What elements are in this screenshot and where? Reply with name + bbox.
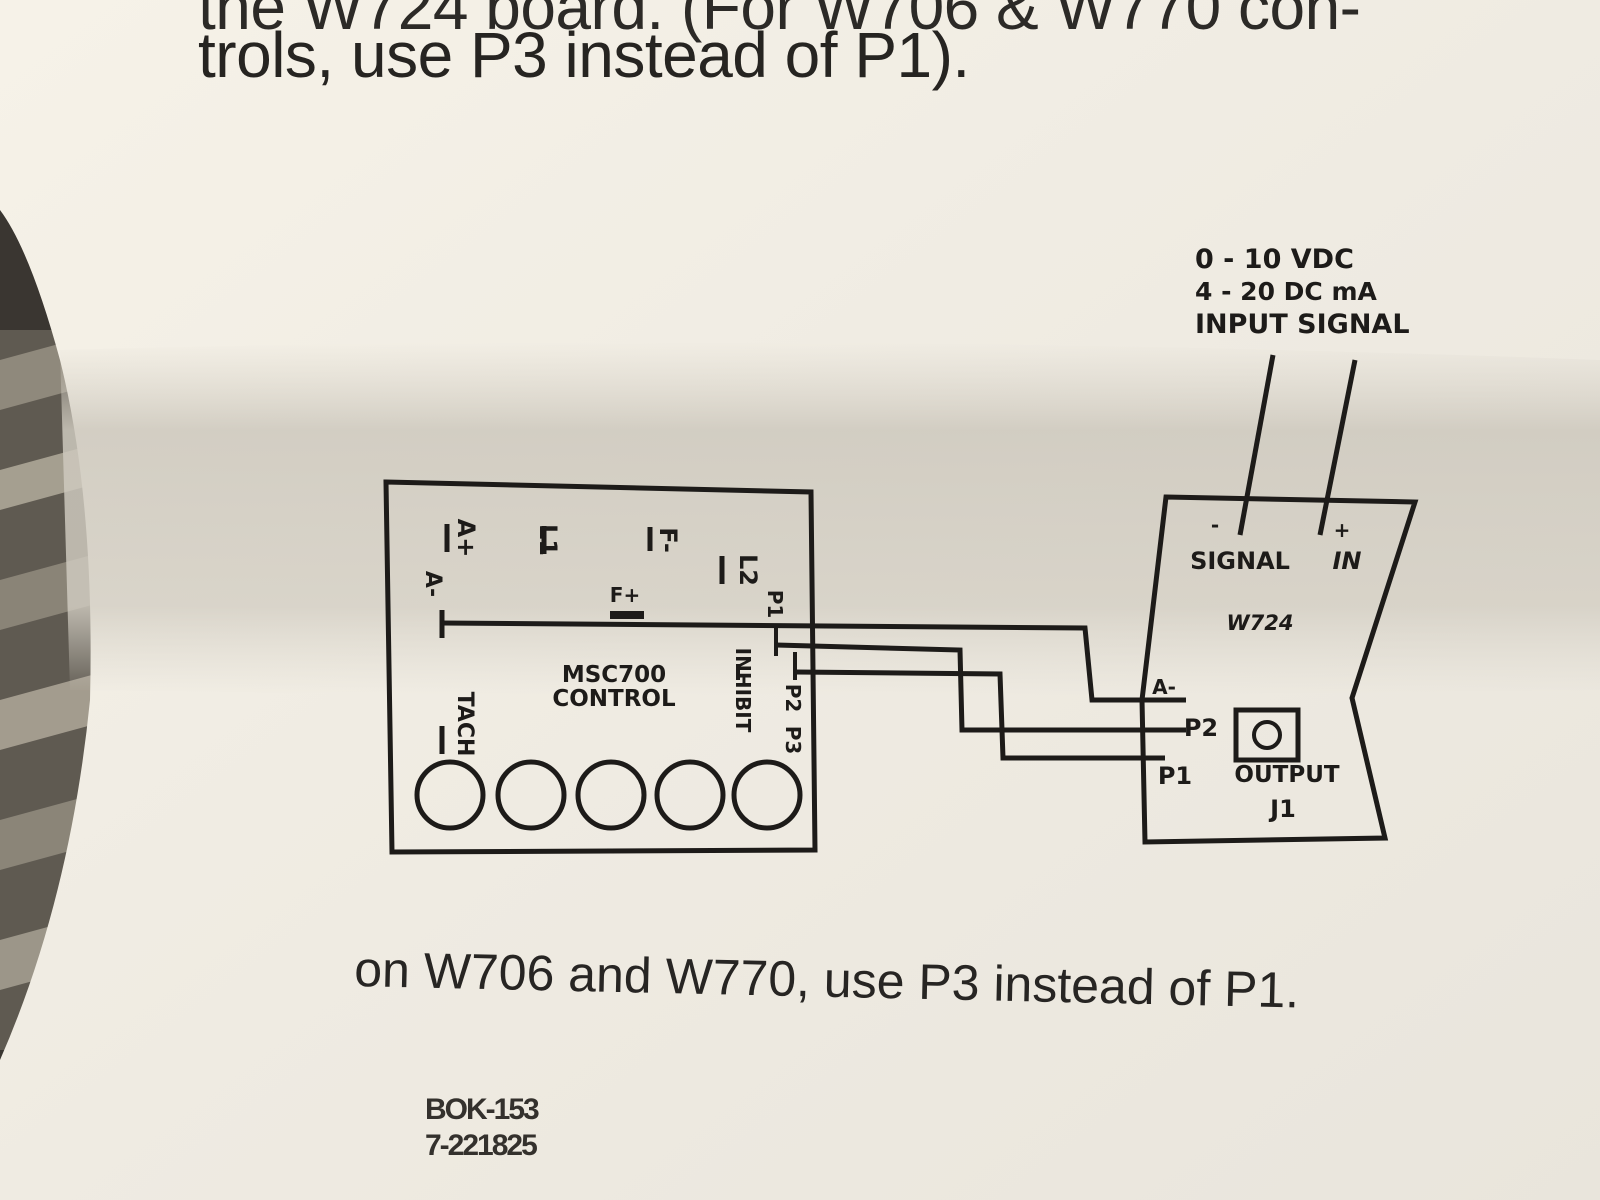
svg-text:A+: A+	[452, 519, 480, 558]
terminal-f-minus: F-	[654, 527, 682, 553]
terminal-p1-label: P1	[763, 590, 787, 619]
input-wire-minus	[1237, 354, 1276, 536]
w724-output-label: OUTPUT	[1234, 762, 1339, 788]
svg-text:L1: L1	[534, 524, 562, 556]
msc700-title-2: CONTROL	[552, 686, 676, 712]
svg-text:A-: A-	[420, 571, 445, 597]
msc700-pot-3	[575, 759, 647, 831]
w724-in-label: IN	[1332, 547, 1361, 575]
w724-signal-plus: +	[1334, 518, 1351, 542]
msc700-pot-1	[414, 759, 486, 831]
terminal-a-minus-label: A-	[420, 571, 445, 597]
w724-output-socket-hole	[1252, 720, 1282, 750]
input-signal-title: INPUT SIGNAL	[1195, 309, 1410, 340]
document-code-1: BOK-153	[425, 1093, 540, 1126]
terminal-tach-label: TACH	[452, 692, 477, 757]
terminal-p3-label: P3	[781, 726, 805, 755]
w724-model: W724	[1227, 611, 1294, 635]
terminal-f-plus-label: F+	[610, 583, 640, 607]
msc700-pot-4	[654, 759, 726, 831]
instruction-text-line-2: trols, use P3 instead of P1).	[198, 19, 970, 91]
w724-p1-label: P1	[1158, 762, 1192, 790]
terminal-l1: L1	[534, 524, 562, 556]
wire-p2-to-p1	[794, 669, 1144, 761]
input-signal-current-label: 4 - 20 DC mA	[1195, 277, 1378, 306]
msc700-board	[383, 479, 818, 855]
input-wire-plus	[1317, 359, 1358, 536]
svg-text:F-: F-	[654, 527, 682, 553]
document-codes: BOK-153 7-221825	[425, 1092, 540, 1164]
svg-text:P1: P1	[763, 590, 787, 619]
document-code-2: 7-221825	[425, 1129, 538, 1162]
wire-a-minus	[441, 620, 1142, 703]
w724-a-minus-label: A-	[1152, 675, 1176, 699]
terminal-f-plus-tab	[610, 611, 644, 619]
terminal-p2-label: P2	[781, 684, 805, 713]
w724-signal-label: SIGNAL	[1190, 547, 1290, 575]
svg-text:INHIBIT: INHIBIT	[731, 648, 755, 733]
input-signal-voltage-label: 0 - 10 VDC	[1195, 244, 1354, 275]
terminal-inhibit-label: INHIBIT	[731, 648, 755, 733]
w724-signal-minus: -	[1211, 513, 1219, 537]
w724-p2-label: P2	[1184, 714, 1218, 742]
terminal-a-plus: A+	[452, 519, 480, 558]
msc700-pot-2	[495, 759, 567, 831]
svg-text:P3: P3	[781, 726, 805, 755]
w724-jumper-label: J1	[1268, 795, 1296, 823]
msc700-pot-5	[731, 759, 803, 831]
instruction-text-line-1: the W724 board. (For W706 & W770 con-	[198, 0, 1361, 43]
msc700-title-1: MSC700	[562, 662, 666, 688]
w724-output-socket	[1233, 707, 1301, 763]
svg-text:TACH: TACH	[452, 692, 477, 757]
terminal-l2: L2	[734, 554, 762, 586]
svg-text:P2: P2	[781, 684, 805, 713]
wire-p1-to-p2	[775, 642, 1144, 733]
svg-text:L2: L2	[734, 554, 762, 586]
